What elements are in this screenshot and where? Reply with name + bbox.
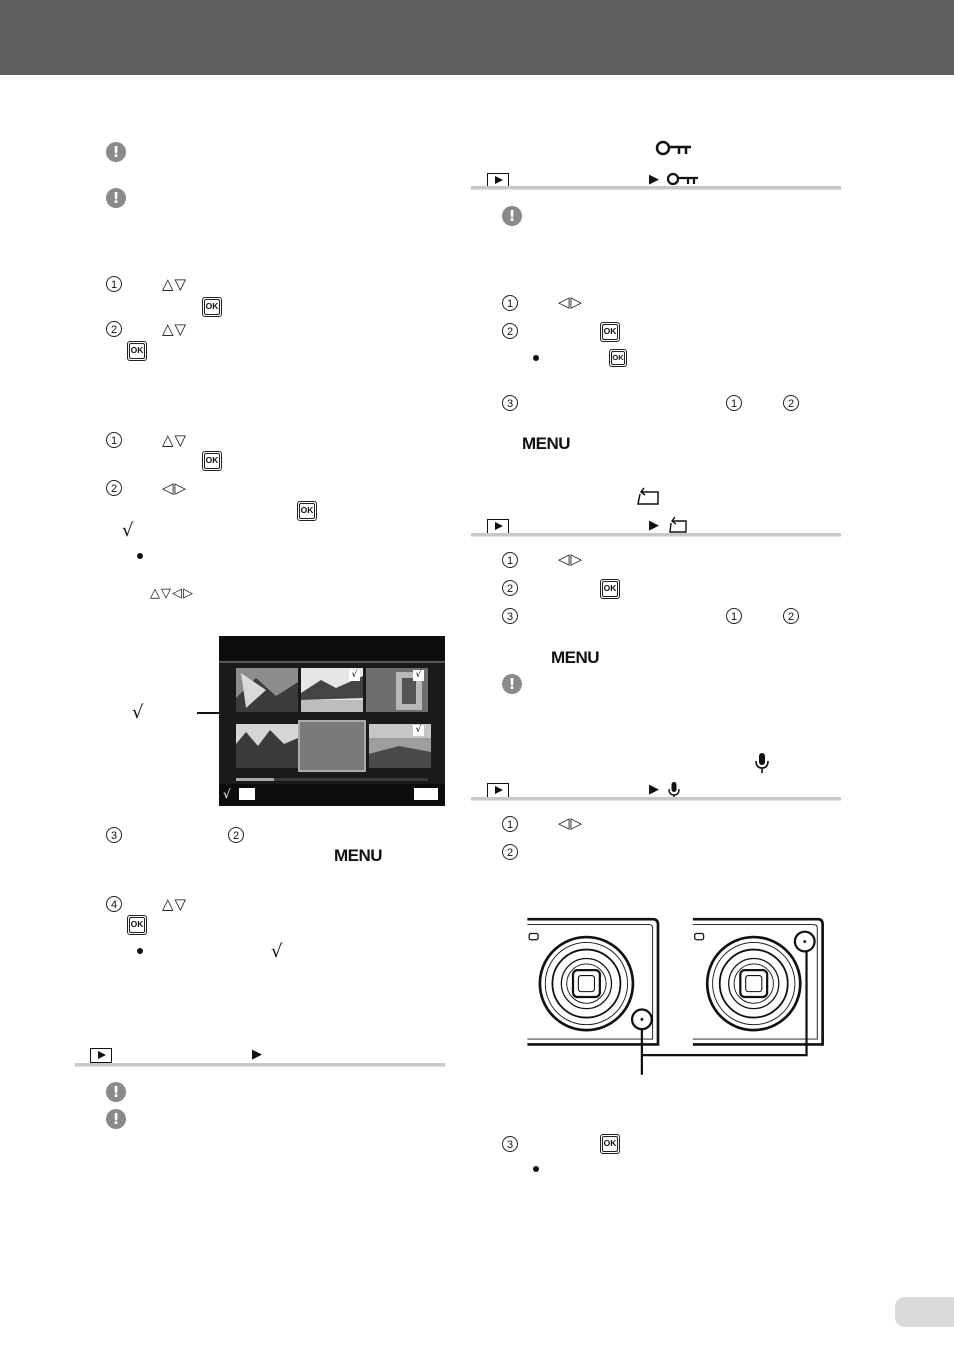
footer-ok-key [239, 788, 255, 800]
play-arrow-icon: ▶ [649, 172, 659, 187]
check-mark-icon: √ [122, 520, 134, 541]
four-way-arrows-icon: △▽◁▷ [150, 586, 194, 601]
camera-microphone-illustration [527, 917, 824, 1075]
screen-footer [219, 784, 445, 806]
section-rule [471, 797, 841, 801]
playback-icon [487, 519, 509, 534]
playback-icon [90, 1048, 112, 1063]
ok-button-icon: OK [600, 579, 620, 599]
scroll-track [236, 778, 428, 781]
warning-icon: ! [106, 1109, 126, 1129]
bullet [137, 948, 143, 954]
step-ref-2: 2 [783, 395, 799, 411]
up-down-arrows-icon: △▽ [162, 275, 188, 293]
scroll-thumb [236, 778, 274, 781]
thumbnail-check-icon: √ [413, 670, 424, 681]
page-number-tab [895, 1297, 954, 1327]
warning-icon: ! [502, 674, 522, 694]
thumbnail-image [369, 724, 431, 768]
step-ref-2: 2 [783, 608, 799, 624]
selected-thumbnail-frame [298, 720, 366, 772]
section-rule [471, 533, 841, 537]
step-number-2: 2 [502, 580, 518, 596]
left-right-arrows-icon: ◁▷ [558, 293, 584, 311]
step-number-2: 2 [502, 844, 518, 860]
warning-icon: ! [106, 1082, 126, 1102]
step-number-3: 3 [502, 608, 518, 624]
step-number-1: 1 [502, 816, 518, 832]
step-number-1: 1 [106, 432, 122, 448]
step-number-3: 3 [502, 1136, 518, 1152]
step-number-1: 1 [106, 276, 122, 292]
thumbnail-check-icon: √ [413, 725, 424, 736]
protect-key-icon [655, 140, 691, 156]
step-number-2: 2 [502, 323, 518, 339]
step-number-1: 1 [502, 552, 518, 568]
warning-icon: ! [502, 206, 522, 226]
screen-divider [219, 661, 445, 663]
ok-button-icon: OK [127, 341, 147, 361]
ok-button-icon: OK [609, 349, 627, 367]
ok-button-icon: OK [127, 915, 147, 935]
ok-button-icon: OK [600, 1134, 620, 1154]
screen-title-bar [219, 636, 445, 660]
left-right-arrows-icon: ◁▷ [558, 814, 584, 832]
check-mark-icon: √ [132, 702, 144, 723]
thumbnail-image [236, 668, 298, 712]
up-down-arrows-icon: △▽ [162, 431, 188, 449]
section-rule [75, 1063, 445, 1067]
warning-icon: ! [106, 188, 126, 208]
left-right-arrows-icon: ◁▷ [162, 479, 188, 497]
playback-icon [487, 783, 509, 798]
bullet [137, 553, 143, 559]
menu-button-icon: MENU [334, 846, 383, 865]
bullet [533, 1166, 539, 1172]
microphone-icon [755, 753, 769, 773]
step-ref-1: 1 [726, 608, 742, 624]
step-number-2: 2 [106, 480, 122, 496]
ok-button-icon: OK [202, 297, 222, 317]
menu-button-icon: MENU [522, 434, 571, 453]
thumbnail-image [301, 668, 363, 712]
play-arrow-icon: ▶ [649, 518, 659, 533]
thumbnail-image [236, 724, 298, 768]
section-rule [471, 186, 841, 190]
camera-screen-illustration: √ √ √ √ [219, 636, 445, 806]
step-number-4: 4 [106, 896, 122, 912]
step-number-3: 3 [106, 827, 122, 843]
menu-button-icon: MENU [551, 648, 600, 667]
step-number-2: 2 [106, 321, 122, 337]
bullet [533, 355, 539, 361]
step-number-1: 1 [502, 295, 518, 311]
step-ref-2: 2 [228, 827, 244, 843]
footer-menu-key [414, 788, 438, 800]
thumbnail-check-icon: √ [349, 670, 360, 681]
play-arrow-icon: ▶ [649, 782, 659, 797]
ok-button-icon: OK [202, 451, 222, 471]
step-ref-1: 1 [726, 395, 742, 411]
protect-key-icon [666, 172, 698, 186]
rotate-icon [669, 516, 687, 533]
step-number-3: 3 [502, 395, 518, 411]
warning-icon: ! [106, 142, 126, 162]
up-down-arrows-icon: △▽ [162, 320, 188, 338]
rotate-icon [637, 487, 659, 505]
ok-button-icon: OK [297, 501, 317, 521]
play-arrow-icon: ▶ [252, 1047, 262, 1062]
left-right-arrows-icon: ◁▷ [558, 550, 584, 568]
ok-button-icon: OK [600, 322, 620, 342]
header-bar [0, 0, 954, 75]
up-down-arrows-icon: △▽ [162, 895, 188, 913]
footer-check-icon: √ [223, 787, 231, 801]
check-mark-icon: √ [271, 941, 283, 962]
